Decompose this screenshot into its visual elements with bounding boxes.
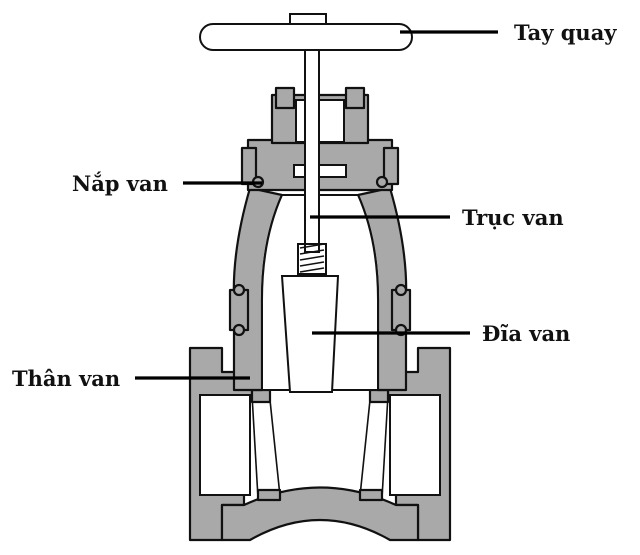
left-bore — [199, 394, 251, 496]
valve-shell — [228, 186, 412, 392]
right-bore — [389, 394, 441, 496]
stem-rod — [304, 41, 320, 253]
stem — [297, 41, 327, 275]
label-handwheel: Tay quay — [514, 20, 617, 45]
label-disc: Đĩa van — [482, 321, 570, 346]
label-stem: Trục van — [462, 205, 564, 230]
handwheel — [199, 13, 413, 51]
stem-thread — [299, 243, 325, 273]
disc-wedge — [280, 275, 340, 393]
body-bottom — [220, 486, 420, 542]
label-bonnet: Nắp van — [72, 171, 168, 196]
handwheel-rim — [199, 23, 413, 51]
valve-body — [188, 346, 452, 542]
label-body: Thân van — [12, 366, 120, 391]
